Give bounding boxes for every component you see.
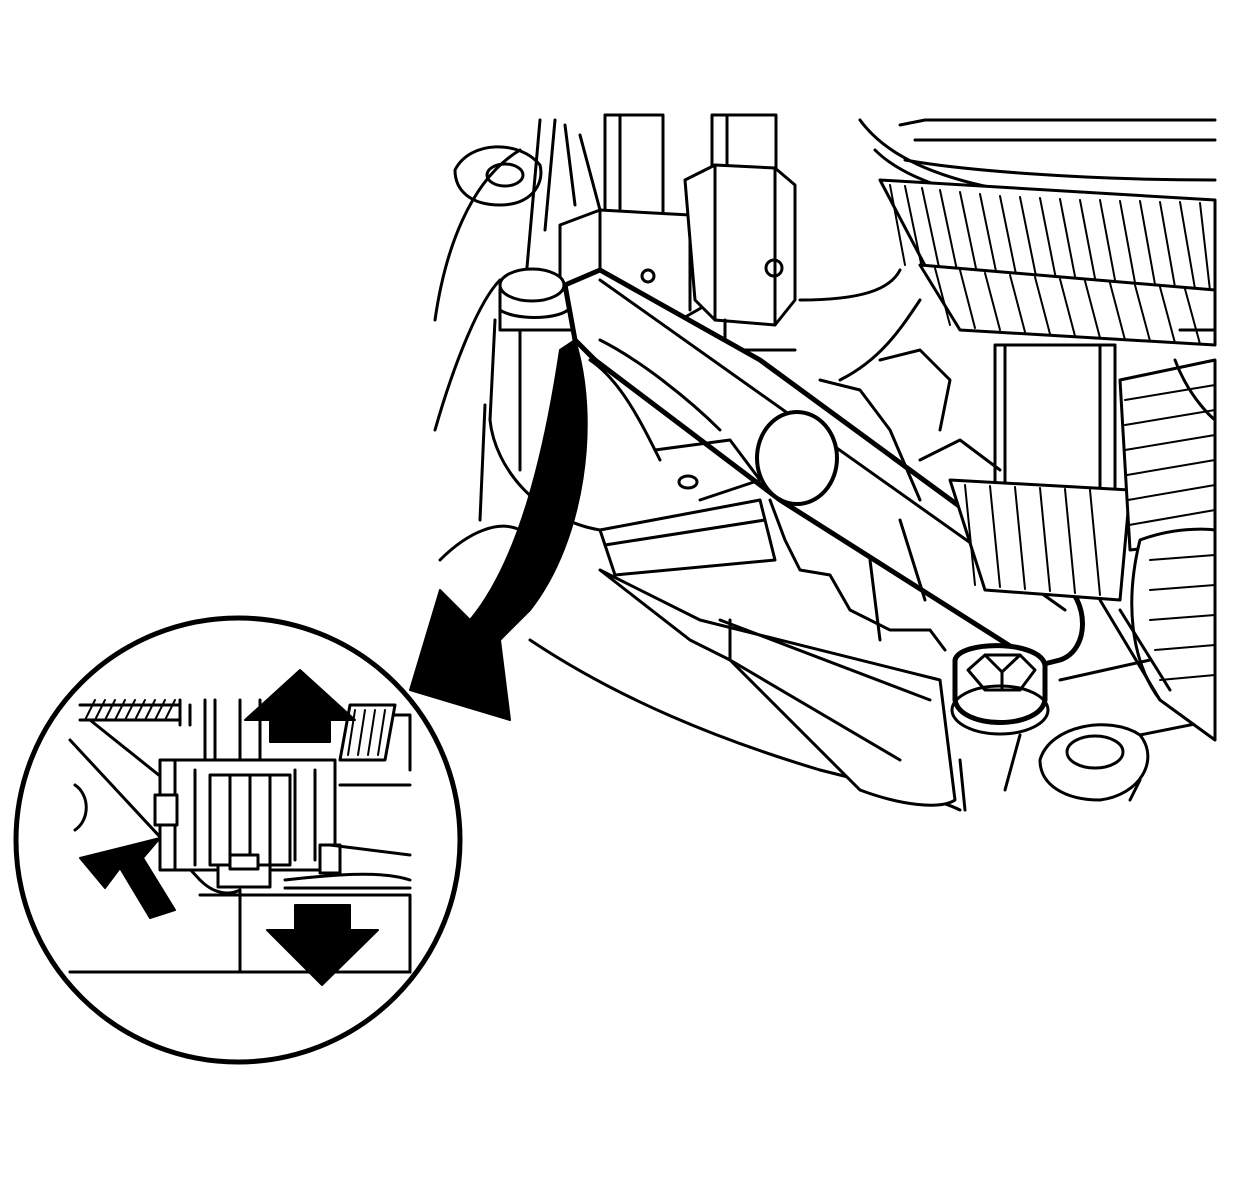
detent-lever bbox=[562, 267, 1085, 668]
arrow-up-icon bbox=[244, 669, 356, 743]
curved-arrow-icon bbox=[409, 339, 588, 721]
arrow-down-icon bbox=[266, 904, 379, 986]
bracket bbox=[598, 498, 1050, 807]
case-contours bbox=[588, 298, 1002, 642]
detail-view bbox=[13, 615, 463, 1065]
gear-cluster bbox=[858, 118, 1217, 742]
arrow-diagonal-icon bbox=[79, 837, 176, 919]
